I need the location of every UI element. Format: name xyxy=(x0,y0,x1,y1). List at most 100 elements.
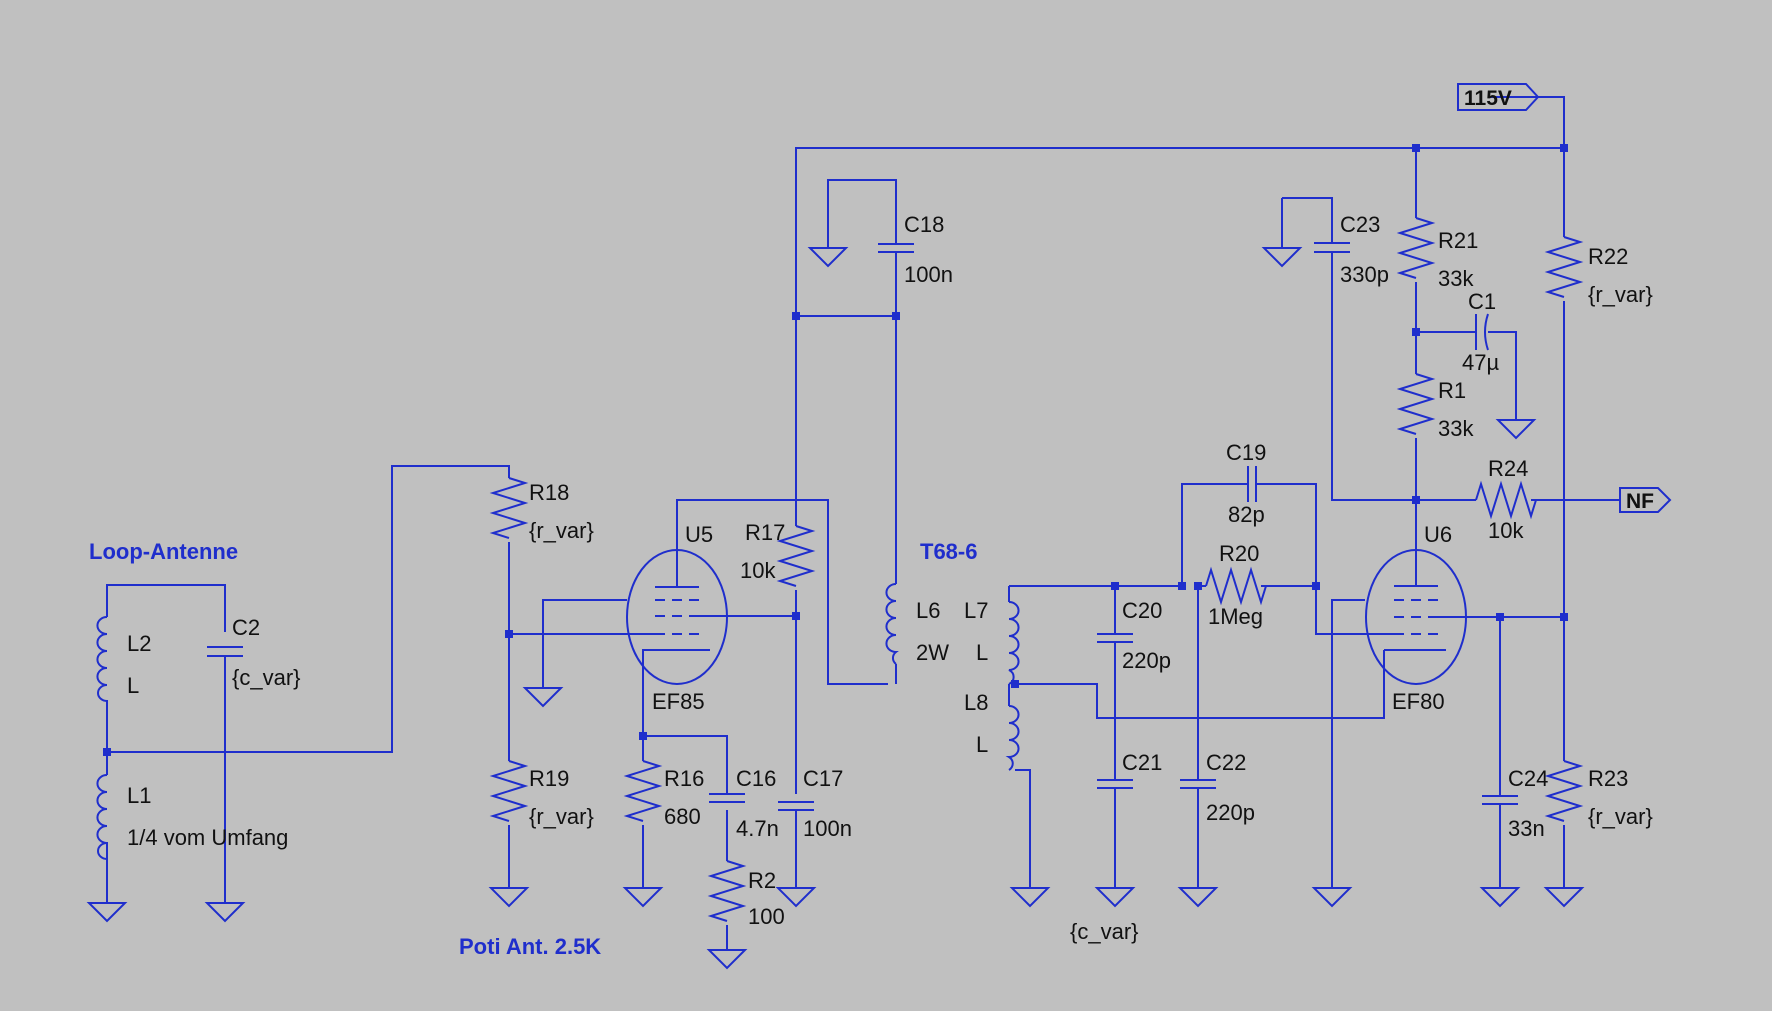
capacitor-C16 xyxy=(709,793,745,803)
inductor-L2 xyxy=(96,607,108,702)
label-C2-ref: C2 xyxy=(232,615,260,640)
label-R16-ref: R16 xyxy=(664,766,704,791)
note-poti: Poti Ant. 2.5K xyxy=(459,934,601,959)
label-C16-ref: C16 xyxy=(736,766,776,791)
capacitor-C1 xyxy=(1475,313,1489,351)
label-L6-value: 2W xyxy=(916,640,949,665)
label-L8-value: L xyxy=(976,732,988,757)
label-R17-value: 10k xyxy=(740,558,776,583)
label-C2-value: {c_var} xyxy=(232,665,301,690)
label-R22-value: {r_var} xyxy=(1588,282,1653,307)
resistor-R21 xyxy=(1396,217,1436,279)
label-R17-ref: R17 xyxy=(745,520,785,545)
label-L1-value: 1/4 vom Umfang xyxy=(127,825,288,850)
capacitor-C19 xyxy=(1247,466,1257,502)
label-C19-value: 82p xyxy=(1228,502,1265,527)
label-R20-ref: R20 xyxy=(1219,541,1259,566)
label-C18-ref: C18 xyxy=(904,212,944,237)
label-C1-ref: C1 xyxy=(1468,289,1496,314)
inductor-L6 xyxy=(885,583,899,665)
label-C23-value: 330p xyxy=(1340,262,1389,287)
label-R18-value: {r_var} xyxy=(529,518,594,543)
capacitor-C23 xyxy=(1314,242,1350,253)
net-label-115v: 115V xyxy=(1464,87,1512,110)
label-L1-ref: L1 xyxy=(127,783,151,808)
label-R1-ref: R1 xyxy=(1438,378,1466,403)
label-L8-ref: L8 xyxy=(964,690,988,715)
resistor-R24 xyxy=(1475,480,1540,520)
inductor-L8 xyxy=(1005,705,1020,771)
junctions xyxy=(103,144,1568,756)
label-U6-ref: U6 xyxy=(1424,522,1452,547)
label-R23-value: {r_var} xyxy=(1588,804,1653,829)
capacitor-C2 xyxy=(207,646,243,657)
label-R22-ref: R22 xyxy=(1588,244,1628,269)
note-transformer: T68-6 xyxy=(920,539,977,564)
wires xyxy=(106,96,1620,950)
label-R24-value: 10k xyxy=(1488,518,1524,543)
resistor-R22 xyxy=(1544,236,1584,298)
label-U5-value: EF85 xyxy=(652,689,705,714)
label-R2-ref: R2 xyxy=(748,868,776,893)
resistor-R23 xyxy=(1544,760,1584,822)
label-R1-value: 33k xyxy=(1438,416,1474,441)
capacitor-C20 xyxy=(1097,633,1133,643)
label-R19-value: {r_var} xyxy=(529,804,594,829)
label-C18-value: 100n xyxy=(904,262,953,287)
note-loop-antenna: Loop-Antenne xyxy=(89,539,238,564)
tube-U5 xyxy=(626,549,728,685)
label-C22-ref: C22 xyxy=(1206,750,1246,775)
label-U6-value: EF80 xyxy=(1392,689,1445,714)
capacitor-C24 xyxy=(1482,795,1518,805)
label-C17-value: 100n xyxy=(803,816,852,841)
label-R21-value: 33k xyxy=(1438,266,1474,291)
label-C22-value: 220p xyxy=(1206,800,1255,825)
label-R23-ref: R23 xyxy=(1588,766,1628,791)
net-flag-nf: NF xyxy=(1619,487,1672,513)
resistor-R18 xyxy=(489,477,529,539)
label-C20-ref: C20 xyxy=(1122,598,1162,623)
capacitor-C21 xyxy=(1097,779,1133,789)
resistor-R19 xyxy=(489,760,529,822)
note-c-var: {c_var} xyxy=(1070,919,1139,944)
label-L2-ref: L2 xyxy=(127,631,151,656)
label-C1-value: 47µ xyxy=(1462,350,1499,375)
label-C17-ref: C17 xyxy=(803,766,843,791)
resistor-R17 xyxy=(776,525,816,612)
label-L7-value: L xyxy=(976,640,988,665)
label-R20-value: 1Meg xyxy=(1208,604,1263,629)
label-L2-value: L xyxy=(127,673,139,698)
label-R16-value: 680 xyxy=(664,804,701,829)
inductor-L1 xyxy=(96,774,108,860)
capacitor-C22 xyxy=(1180,779,1216,789)
label-R2-value: 100 xyxy=(748,904,785,929)
tube-U6 xyxy=(1365,549,1496,685)
label-R18-ref: R18 xyxy=(529,480,569,505)
label-C16-value: 4.7n xyxy=(736,816,779,841)
inductor-L7 xyxy=(1008,601,1020,685)
capacitor-C17 xyxy=(778,801,814,811)
label-L6-ref: L6 xyxy=(916,598,940,623)
label-U5-ref: U5 xyxy=(685,522,713,547)
resistor-R1 xyxy=(1396,373,1436,435)
resistor-R20 xyxy=(1205,566,1270,606)
label-C19-ref: C19 xyxy=(1226,440,1266,465)
resistor-R2 xyxy=(707,860,747,922)
label-C24-value: 33n xyxy=(1508,816,1545,841)
label-C24-ref: C24 xyxy=(1508,766,1548,791)
resistor-R16 xyxy=(623,760,663,822)
label-C23-ref: C23 xyxy=(1340,212,1380,237)
component-labels: L2 L L1 1/4 vom Umfang C2 {c_var} R18 {r… xyxy=(127,212,1653,929)
net-flag-115v: 115V xyxy=(1457,83,1564,111)
label-R24-ref: R24 xyxy=(1488,456,1528,481)
label-C20-value: 220p xyxy=(1122,648,1171,673)
label-R21-ref: R21 xyxy=(1438,228,1478,253)
ground-symbols xyxy=(86,247,1585,970)
label-L7-ref: L7 xyxy=(964,598,988,623)
label-R19-ref: R19 xyxy=(529,766,569,791)
label-C21-ref: C21 xyxy=(1122,750,1162,775)
net-label-nf: NF xyxy=(1626,490,1654,513)
capacitor-C18 xyxy=(878,243,914,253)
